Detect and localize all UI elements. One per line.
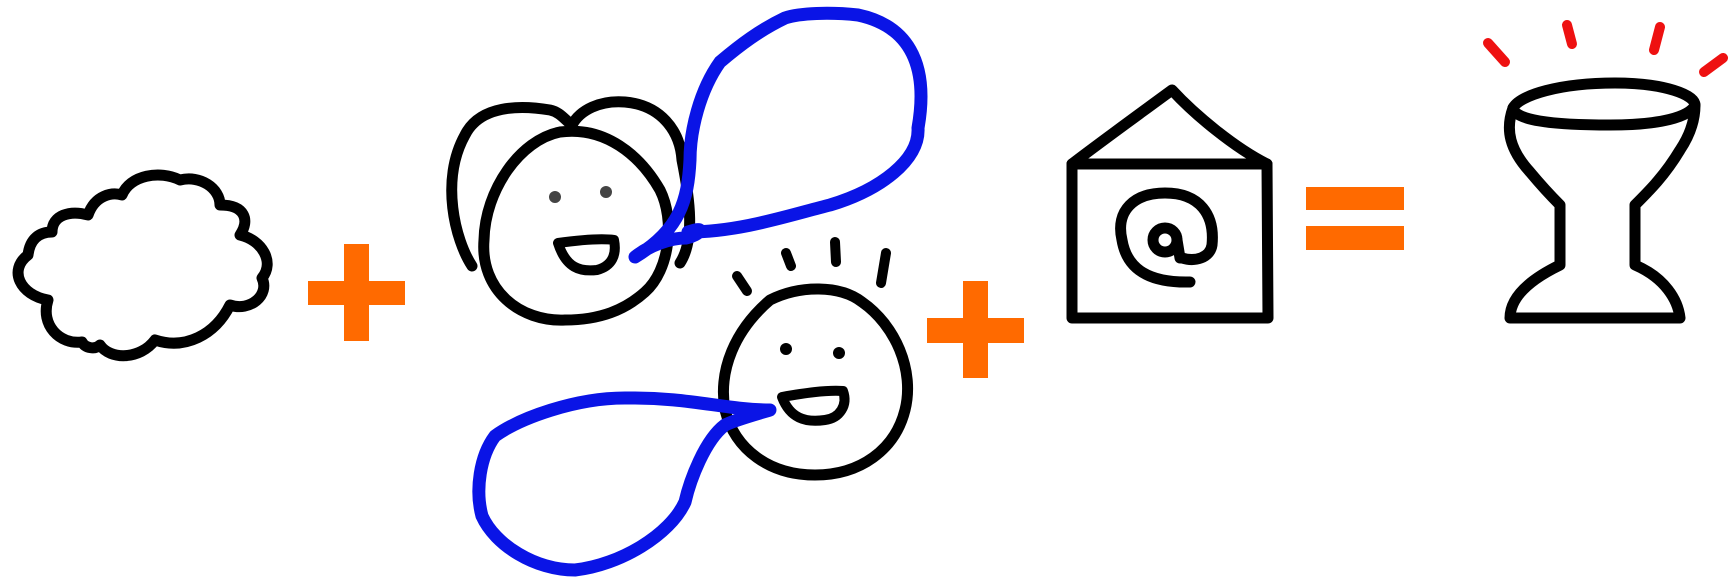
envelope-at-sign-icon [1066,84,1274,324]
plus-vertical-bar [344,244,369,341]
sparkle-lines [1483,20,1728,77]
equals-top-bar [1306,187,1404,210]
equals-operator [1306,187,1404,250]
face-1-eye-left [549,191,561,203]
speech-bubble-1 [628,6,928,264]
goblet-body [1503,99,1701,324]
face-2 [717,283,914,481]
envelope-body [1066,158,1274,324]
goblet-rim [1507,77,1701,131]
face-2-mouth [777,385,850,426]
cloud-icon [12,169,273,362]
plus-vertical-bar [963,281,988,378]
face-1-mouth [553,234,620,276]
hair-outline [446,96,696,272]
two-people-talking-icon [446,6,928,577]
face-2-eye-right [833,347,845,359]
face-1-eye-right [600,186,612,198]
face-1 [478,125,674,326]
plus-operator-2 [927,281,1024,378]
at-sign-icon [1115,187,1218,288]
excitement-lines [732,237,891,296]
goblet-icon [1483,20,1728,324]
equals-bottom-bar [1306,226,1404,250]
envelope-flap [1066,84,1273,170]
plus-operator-1 [308,244,405,341]
face-2-eye-left [780,343,792,355]
speech-bubble-2 [472,391,777,577]
